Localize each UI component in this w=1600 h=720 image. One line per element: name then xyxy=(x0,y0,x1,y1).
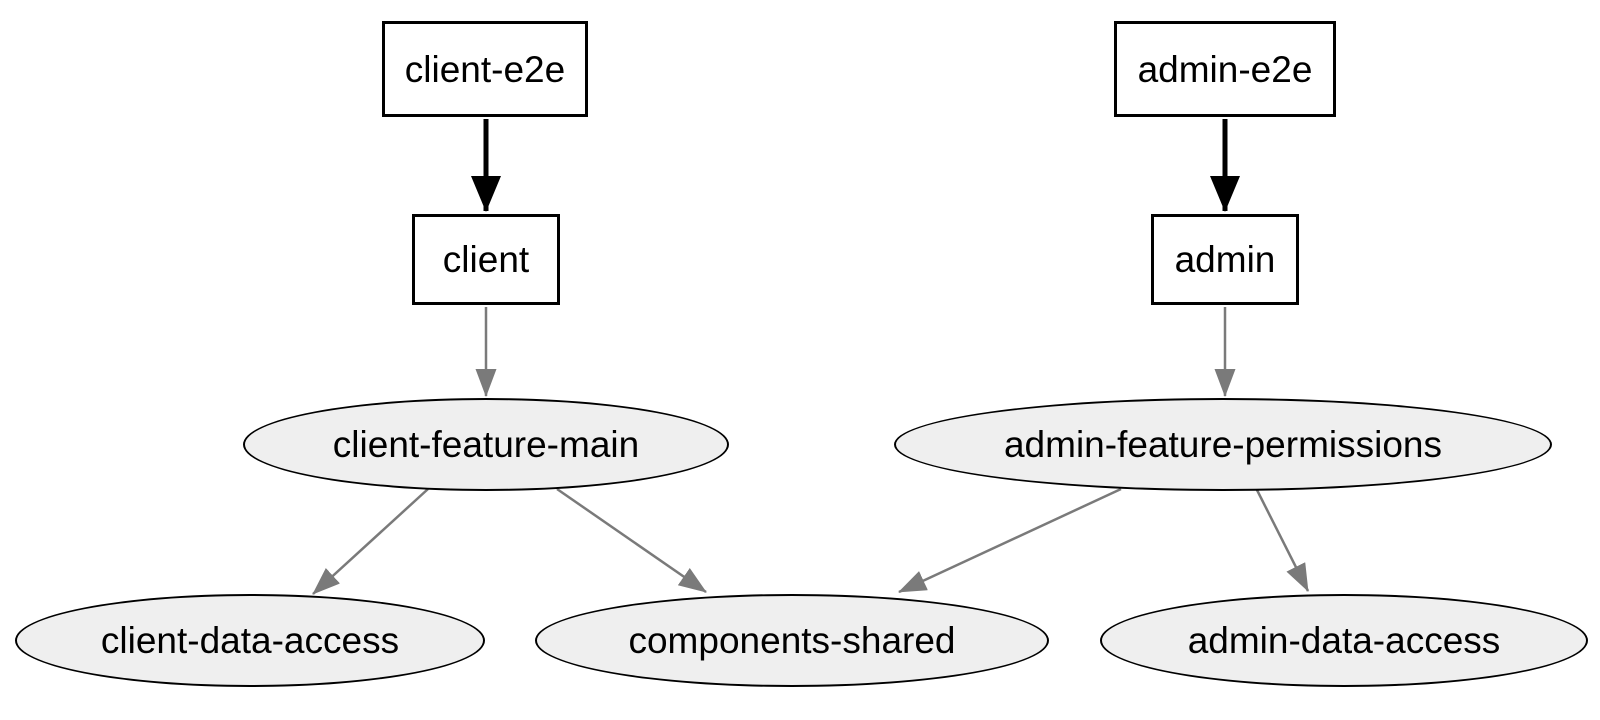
node-admin-feature-permissions: admin-feature-permissions xyxy=(894,398,1552,491)
node-admin-e2e: admin-e2e xyxy=(1114,21,1336,117)
edge-client-feature-main-to-components-shared xyxy=(556,487,707,594)
node-label-admin: admin xyxy=(1174,239,1276,280)
node-components-shared: components-shared xyxy=(535,594,1049,687)
edge-client-feature-main-to-client-data-access xyxy=(312,488,429,595)
node-label-client-data-access: client-data-access xyxy=(100,620,400,661)
edge-admin-feature-permissions-to-components-shared xyxy=(898,487,1122,594)
node-label-client-feature-main: client-feature-main xyxy=(332,424,640,465)
node-label-client-e2e: client-e2e xyxy=(404,48,566,90)
node-label-components-shared: components-shared xyxy=(628,620,956,661)
edge-admin-feature-permissions-to-admin-data-access xyxy=(1255,489,1310,592)
node-client-data-access: client-data-access xyxy=(15,594,485,687)
node-client-e2e: client-e2e xyxy=(382,21,588,117)
node-label-admin-feature-permissions: admin-feature-permissions xyxy=(1003,424,1442,465)
node-admin: admin xyxy=(1151,214,1299,305)
node-label-admin-e2e: admin-e2e xyxy=(1137,48,1313,90)
node-label-admin-data-access: admin-data-access xyxy=(1187,620,1501,661)
node-admin-data-access: admin-data-access xyxy=(1100,594,1588,687)
node-label-client: client xyxy=(442,239,530,280)
node-client: client xyxy=(412,214,560,305)
node-client-feature-main: client-feature-main xyxy=(243,398,729,491)
